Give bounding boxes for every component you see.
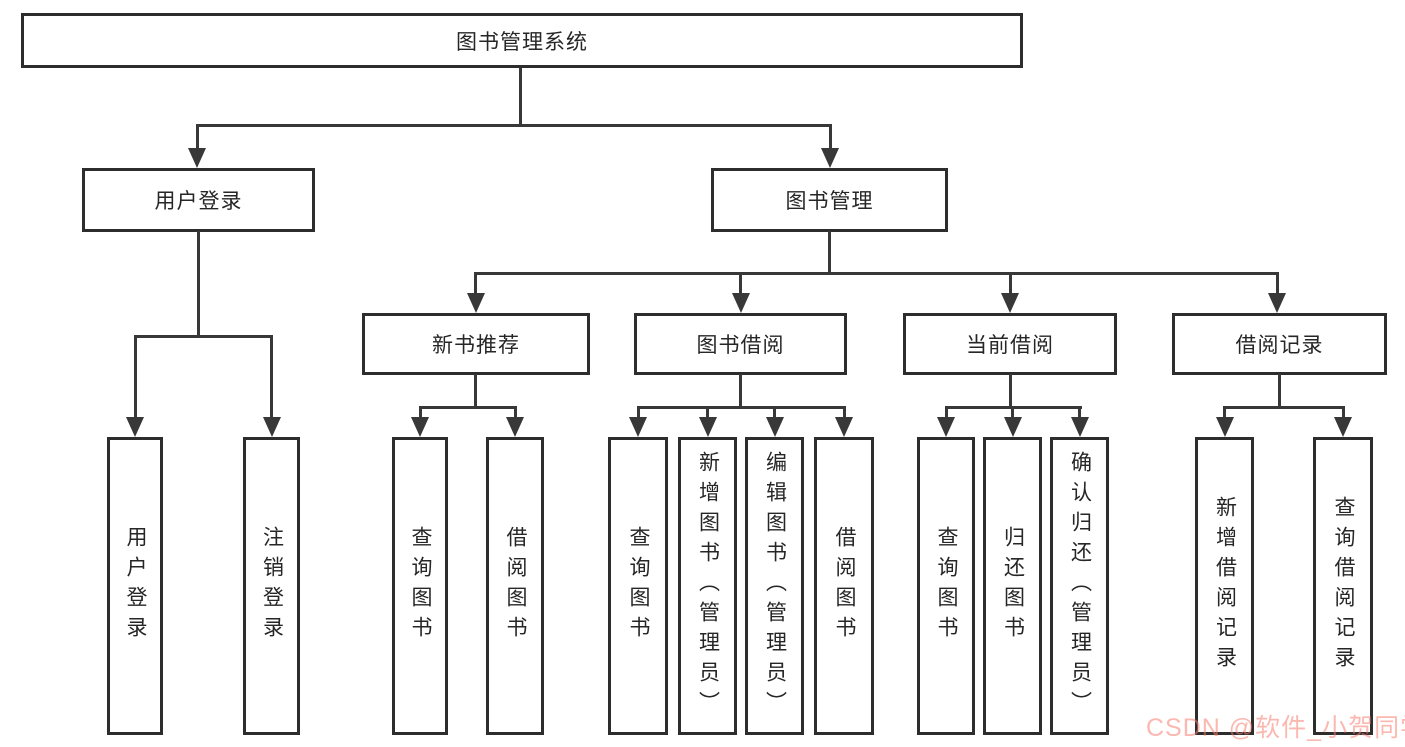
leaf-borrow-query-books: 查询图书 — [608, 437, 668, 735]
arrowhead-icon — [766, 417, 784, 437]
node-root: 图书管理系统 — [21, 13, 1023, 68]
arrowhead-icon — [1334, 417, 1352, 437]
connector-line — [843, 406, 846, 420]
connector-line — [637, 406, 640, 420]
leaf-user-login: 用户登录 — [107, 437, 163, 735]
leaf-borrow-edit-books-admin: 编辑图书（管理员） — [745, 437, 804, 735]
connector-line — [637, 406, 846, 409]
connector-line — [419, 406, 517, 409]
arrowhead-icon — [1216, 417, 1234, 437]
connector-line — [474, 272, 1279, 275]
leaf-records-add-record-label: 新增借阅记录 — [1213, 496, 1237, 676]
connector-line — [1009, 374, 1012, 409]
connector-line — [519, 68, 522, 127]
connector-line — [1011, 406, 1014, 420]
arrowhead-icon — [506, 417, 524, 437]
leaf-current-query-books: 查询图书 — [917, 437, 975, 735]
arrowhead-icon — [699, 417, 717, 437]
connector-line — [419, 406, 422, 420]
node-borrow-records-label: 借阅记录 — [1235, 334, 1324, 357]
leaf-borrow-add-books-admin-label: 新增图书（管理员） — [696, 451, 720, 721]
leaf-current-confirm-return-admin: 确认归还（管理员） — [1050, 437, 1109, 735]
connector-line — [829, 124, 832, 152]
connector-line — [1276, 272, 1279, 297]
csdn-watermark: CSDN @软件_小贺同学 — [1146, 714, 1405, 742]
node-user-login: 用户登录 — [82, 168, 315, 232]
leaf-logout-label: 注销登录 — [260, 526, 284, 646]
node-book-management: 图书管理 — [711, 168, 948, 232]
arrowhead-icon — [411, 417, 429, 437]
leaf-current-query-books-label: 查询图书 — [935, 526, 958, 646]
leaf-borrow-borrow-books-label: 借阅图书 — [833, 526, 856, 646]
node-user-login-label: 用户登录 — [154, 190, 243, 213]
leaf-newbook-query-books: 查询图书 — [392, 437, 448, 735]
node-current-borrow: 当前借阅 — [903, 313, 1117, 375]
node-new-book-recommend-label: 新书推荐 — [432, 334, 520, 357]
connector-line — [1223, 406, 1345, 409]
arrowhead-icon — [188, 148, 206, 168]
connector-line — [1342, 406, 1345, 420]
arrowhead-icon — [1268, 293, 1286, 313]
connector-line — [474, 272, 477, 297]
connector-line — [196, 124, 832, 127]
node-current-borrow-label: 当前借阅 — [966, 334, 1054, 357]
arrowhead-icon — [732, 293, 750, 313]
leaf-borrow-add-books-admin: 新增图书（管理员） — [678, 437, 737, 735]
leaf-records-query-record-label: 查询借阅记录 — [1332, 496, 1355, 676]
leaf-newbook-borrow-books-label: 借阅图书 — [504, 526, 527, 646]
arrowhead-icon — [835, 417, 853, 437]
node-book-borrow: 图书借阅 — [634, 313, 847, 375]
connector-line — [474, 374, 477, 409]
leaf-borrow-borrow-books: 借阅图书 — [814, 437, 874, 735]
node-borrow-records: 借阅记录 — [1172, 313, 1387, 375]
connector-line — [945, 406, 948, 420]
connector-line — [514, 406, 517, 420]
node-book-borrow-label: 图书借阅 — [696, 334, 785, 357]
arrowhead-icon — [1001, 293, 1019, 313]
arrowhead-icon — [126, 417, 144, 437]
connector-line — [270, 335, 273, 421]
leaf-user-login-label: 用户登录 — [124, 526, 147, 646]
arrowhead-icon — [937, 417, 955, 437]
node-root-label: 图书管理系统 — [456, 30, 588, 54]
connector-line — [1009, 272, 1012, 297]
connector-line — [134, 335, 273, 338]
leaf-newbook-query-books-label: 查询图书 — [409, 526, 432, 646]
leaf-logout: 注销登录 — [243, 437, 300, 735]
leaf-current-return-books-label: 归还图书 — [1001, 526, 1025, 646]
arrowhead-icon — [467, 293, 485, 313]
leaf-borrow-query-books-label: 查询图书 — [627, 526, 650, 646]
node-new-book-recommend: 新书推荐 — [362, 313, 590, 375]
leaf-records-add-record: 新增借阅记录 — [1195, 437, 1254, 735]
connector-line — [739, 272, 742, 297]
leaf-records-query-record: 查询借阅记录 — [1313, 437, 1373, 735]
arrowhead-icon — [629, 417, 647, 437]
leaf-newbook-borrow-books: 借阅图书 — [486, 437, 544, 735]
node-book-management-label: 图书管理 — [785, 190, 874, 213]
connector-line — [773, 406, 776, 420]
arrowhead-icon — [1004, 417, 1022, 437]
leaf-current-confirm-return-admin-label: 确认归还（管理员） — [1068, 451, 1092, 721]
connector-line — [197, 231, 200, 338]
connector-line — [1278, 374, 1281, 409]
connector-line — [196, 124, 199, 152]
leaf-borrow-edit-books-admin-label: 编辑图书（管理员） — [763, 451, 787, 721]
arrowhead-icon — [263, 417, 281, 437]
connector-line — [828, 231, 831, 275]
connector-line — [1078, 406, 1081, 420]
connector-line — [1223, 406, 1226, 420]
arrowhead-icon — [1071, 417, 1089, 437]
connector-line — [706, 406, 709, 420]
leaf-current-return-books: 归还图书 — [983, 437, 1042, 735]
connector-line — [134, 335, 137, 421]
connector-line — [739, 374, 742, 409]
arrowhead-icon — [821, 148, 839, 168]
